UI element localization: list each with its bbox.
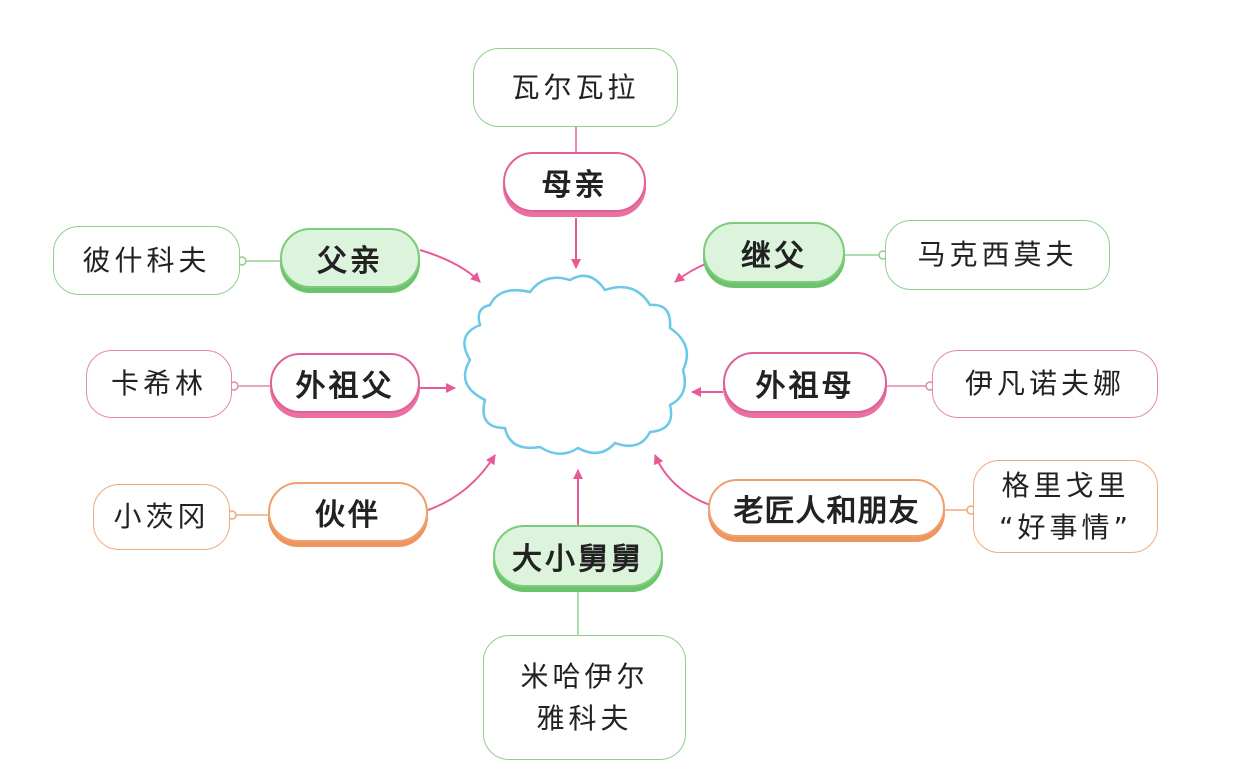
mother-node: 母亲 (503, 152, 646, 212)
father-name-box: 彼什科夫 (53, 226, 240, 295)
stepfather-node: 继父 (703, 222, 845, 283)
father-label: 父亲 (317, 244, 383, 279)
craftsman-name-line2: “好事情” (998, 510, 1132, 544)
companion-node: 伙伴 (268, 482, 428, 542)
arrow-companion (427, 454, 496, 511)
arrow-craftsman (653, 454, 711, 506)
mother-name-box: 瓦尔瓦拉 (473, 48, 678, 127)
grandmother-name-box: 伊凡诺夫娜 (932, 350, 1158, 418)
stepfather-name: 马克西莫夫 (917, 238, 1078, 271)
uncles-name-box: 米哈伊尔 雅科夫 (483, 635, 686, 760)
grandmother-node: 外祖母 (723, 352, 887, 413)
grandfather-label: 外祖父 (295, 369, 395, 404)
uncles-label: 大小舅舅 (512, 542, 644, 577)
craftsman-name-line1: 格里戈里 (1001, 468, 1130, 502)
grandfather-name: 卡希林 (110, 367, 207, 400)
grandmother-name: 伊凡诺夫娜 (964, 367, 1125, 400)
uncles-name-line1: 米哈伊尔 (520, 659, 649, 693)
craftsman-label: 老匠人和朋友 (733, 494, 920, 529)
craftsman-node: 老匠人和朋友 (708, 479, 945, 537)
craftsman-name-box: 格里戈里 “好事情” (973, 460, 1158, 553)
father-name: 彼什科夫 (82, 243, 211, 277)
center-cloud (463, 274, 689, 455)
father-node: 父亲 (280, 228, 420, 288)
arrow-father (419, 249, 481, 283)
stepfather-name-box: 马克西莫夫 (885, 220, 1110, 290)
uncles-node: 大小舅舅 (493, 525, 663, 587)
mother-label: 母亲 (541, 168, 608, 203)
companion-name: 小茨冈 (113, 500, 210, 533)
grandfather-name-box: 卡希林 (86, 350, 232, 418)
companion-label: 伙伴 (315, 498, 381, 533)
companion-name-box: 小茨冈 (93, 484, 230, 550)
grandfather-node: 外祖父 (270, 353, 420, 413)
uncles-name-line2: 雅科夫 (536, 701, 633, 735)
mother-name: 瓦尔瓦拉 (511, 70, 640, 104)
stepfather-label: 继父 (741, 238, 807, 274)
grandmother-label: 外祖母 (755, 368, 855, 404)
